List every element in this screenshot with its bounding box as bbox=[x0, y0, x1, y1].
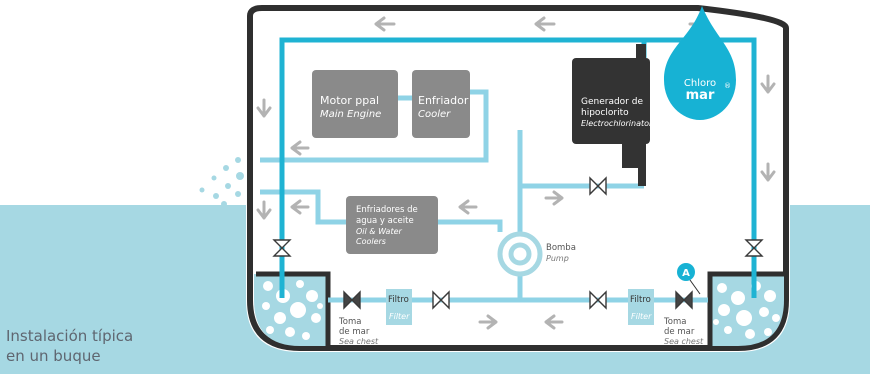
filter-left-label-en: Filter bbox=[389, 312, 410, 321]
hull-outline bbox=[247, 5, 789, 351]
generator-label-es2: hipoclorito bbox=[581, 108, 629, 118]
sea-chest-right-label-es2: de mar bbox=[664, 327, 695, 337]
sea-chest-right-label-en: Sea chest bbox=[664, 337, 704, 346]
sea-chest-left-label-es1: Toma bbox=[338, 317, 361, 327]
chloromar-logo bbox=[664, 6, 736, 120]
valves bbox=[272, 176, 764, 310]
pump-label-es: Bomba bbox=[546, 243, 576, 253]
point-a-marker bbox=[677, 263, 701, 295]
filter-left-box bbox=[386, 289, 412, 325]
main-engine-box bbox=[312, 70, 398, 138]
oil-cooler-label-en2: Coolers bbox=[356, 237, 386, 246]
pump-symbol bbox=[497, 231, 543, 277]
motor-label-es: Motor ppal bbox=[320, 94, 379, 107]
filter-right-label-es: Filtro bbox=[630, 295, 651, 305]
caption-line1: Instalación típica bbox=[6, 327, 133, 345]
oil-cooler-label-en1: Oil & Water bbox=[356, 227, 403, 236]
sea-chest-left-label-es2: de mar bbox=[339, 327, 370, 337]
point-a-label: A bbox=[682, 268, 690, 279]
pump-label-en: Pump bbox=[546, 254, 569, 263]
generator-label-en: Electrochlorinator bbox=[581, 119, 653, 128]
oil-water-cooler-box bbox=[346, 196, 438, 254]
sea-chest-left bbox=[254, 271, 331, 346]
generator-label-es1: Generador de bbox=[581, 97, 643, 107]
discharge-droplets bbox=[199, 157, 244, 211]
electrochlorinator-unit bbox=[572, 44, 650, 186]
oil-cooler-label-es1: Enfriadores de bbox=[356, 205, 418, 215]
motor-label-en: Main Engine bbox=[320, 109, 381, 120]
cooler-label-en: Cooler bbox=[418, 109, 451, 120]
sea-chest-right-label-es1: Toma bbox=[663, 317, 686, 327]
filter-right-box bbox=[628, 289, 654, 325]
logo-line2: mar bbox=[686, 88, 715, 103]
logo-registered-mark: ® bbox=[724, 82, 731, 90]
caption-line2: en un buque bbox=[6, 347, 101, 365]
cooler-label-es: Enfriador bbox=[418, 94, 469, 107]
filter-left-label-es: Filtro bbox=[388, 295, 409, 305]
sea-chest-right bbox=[707, 271, 784, 346]
cooler-box bbox=[412, 70, 470, 138]
filter-right-label-en: Filter bbox=[631, 312, 652, 321]
logo-line1: Chloro bbox=[684, 78, 716, 89]
oil-cooler-label-es2: agua y aceite bbox=[356, 216, 414, 226]
sea-chest-left-label-en: Sea chest bbox=[339, 337, 379, 346]
